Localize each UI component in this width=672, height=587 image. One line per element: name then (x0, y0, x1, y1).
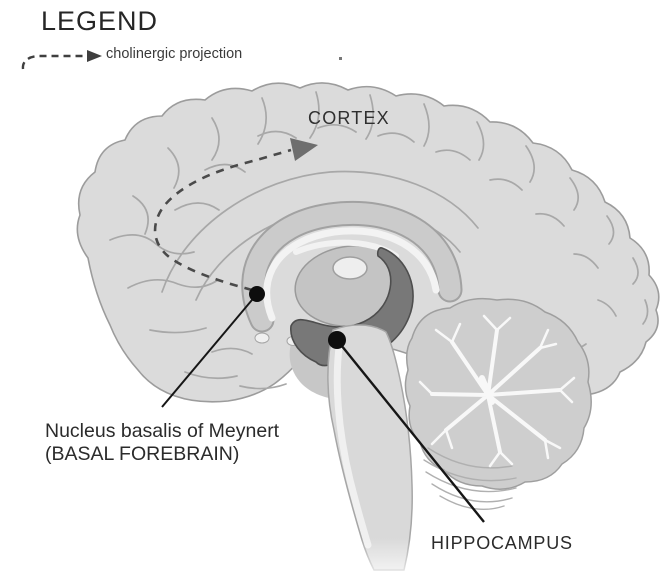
anterior-commissure (254, 332, 270, 344)
brainstem (327, 324, 413, 571)
hippocampus-dot (328, 331, 346, 349)
cerebellum-folds (423, 447, 517, 511)
interthalamic-adhesion (332, 256, 368, 280)
lateral-ventricle (263, 227, 440, 322)
arbor-vitae-twigs (418, 314, 576, 468)
nucleus-basalis-pointer-line (161, 293, 258, 408)
legend-item-label: cholinergic projection (106, 46, 243, 62)
nucleus-basalis-label: Nucleus basalis of Meynert (BASAL FOREBR… (45, 420, 279, 466)
nucleus-basalis-dot (249, 286, 265, 302)
legend-title: LEGEND (41, 6, 159, 36)
hippocampus-pointer-line (336, 339, 485, 523)
cortex-label: CORTEX (308, 108, 390, 128)
arbor-vitae-branches (430, 328, 562, 454)
nucleus-basalis-label-line1: Nucleus basalis of Meynert (45, 420, 280, 442)
legend-dashed-arrow-icon (21, 50, 102, 70)
nucleus-basalis-label-line2: (BASAL FOREBRAIN) (45, 443, 240, 465)
legend-arrow-line (21, 54, 87, 70)
brainstem-highlight (333, 336, 372, 549)
legend-arrowhead-icon (87, 50, 102, 62)
corpus-callosum (243, 202, 461, 331)
stray-mark (339, 57, 342, 60)
bottom-fade (315, 538, 435, 587)
projection-arrowhead-icon (290, 138, 318, 161)
limbic-structures (241, 200, 463, 401)
cerebellum (404, 297, 592, 511)
hippocampus-label: HIPPOCAMPUS (431, 533, 573, 553)
pointer-lines (161, 286, 485, 523)
cholinergic-projection-path (153, 138, 318, 292)
